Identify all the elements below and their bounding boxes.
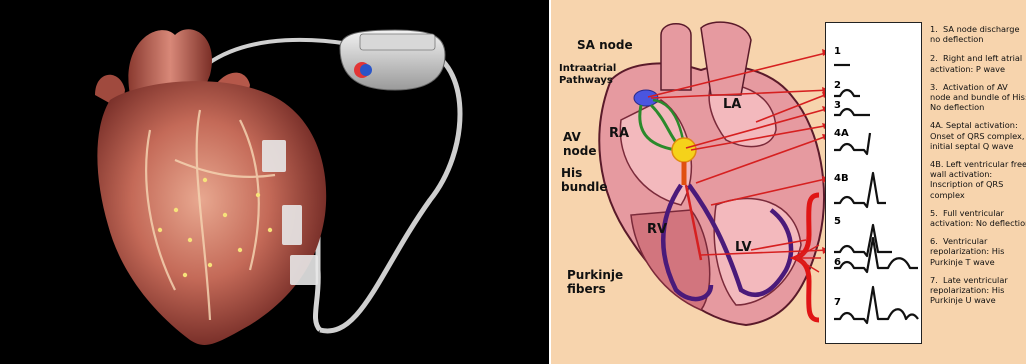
- ecg-trace-5: [834, 225, 892, 256]
- label-lv: LV: [735, 240, 752, 255]
- pacemaker-device-icon: [340, 30, 445, 90]
- ecg-num-5: 5: [834, 216, 841, 227]
- ecg-num-4b: 4B: [834, 173, 849, 184]
- label-ra: RA: [609, 126, 629, 141]
- ecg-num-3: 3: [834, 100, 841, 111]
- heart-pacemaker-illustration: [0, 0, 549, 364]
- ecg-desc-3: 3. Activation of AV node and bundle of H…: [930, 82, 1026, 113]
- ecg-desc-4a: 4A. Septal activation: Onset of QRS comp…: [930, 120, 1026, 151]
- label-purkinje-fibers: Purkinje fibers: [567, 268, 623, 296]
- heart-cross-section: [599, 22, 824, 325]
- ecg-num-6: 6: [834, 257, 841, 268]
- label-his-bundle: His bundle: [561, 166, 608, 194]
- ecg-desc-1: 1. SA node discharge no deflection: [930, 24, 1026, 44]
- label-la: LA: [723, 97, 741, 112]
- label-av-node: AV node: [563, 130, 597, 158]
- conduction-diagram-panel: SA node Intraatrial Pathways LA RA AV no…: [551, 0, 1026, 364]
- ecg-desc-7: 7. Late ventricular repolarization: His …: [930, 275, 1026, 306]
- pacemaker-illustration-panel: [0, 0, 549, 364]
- label-intraatrial-pathways: Intraatrial Pathways: [559, 63, 616, 87]
- ecg-step-descriptions: 1. SA node discharge no deflection 2. Ri…: [930, 24, 1026, 305]
- ecg-num-7: 7: [834, 297, 841, 308]
- ecg-desc-6: 6. Ventricular repolarization: His Purki…: [930, 236, 1026, 267]
- ecg-num-1: 1: [834, 46, 841, 57]
- ecg-desc-5: 5. Full ventricular activation: No defle…: [930, 208, 1026, 228]
- ecg-num-2: 2: [834, 80, 841, 91]
- label-sa-node: SA node: [577, 38, 633, 52]
- ecg-desc-4b: 4B. Left ventricular free wall activatio…: [930, 159, 1026, 200]
- label-rv: RV: [647, 222, 667, 237]
- ecg-trace-7: [834, 287, 918, 323]
- ecg-desc-2: 2. Right and left atrial activation: P w…: [930, 53, 1026, 73]
- ecg-num-4a: 4A: [834, 128, 849, 139]
